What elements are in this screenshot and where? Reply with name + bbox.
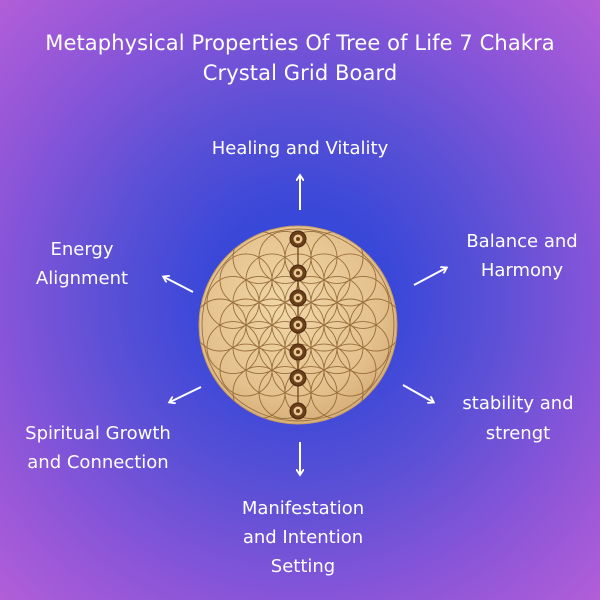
label-manifestation-line-1: Manifestation — [241, 498, 365, 519]
chakra-symbol-icon — [289, 402, 307, 420]
label-manifestation-line-3: Setting — [270, 556, 336, 577]
label-balance-line-1: Balance and — [466, 231, 578, 252]
label-stability-line-2: strengt — [485, 423, 551, 444]
label-stability-line-1: stability and — [462, 393, 574, 414]
title-line-1: Metaphysical Properties Of Tree of Life … — [45, 31, 555, 55]
chakra-symbol-icon — [289, 316, 307, 334]
chakra-symbols — [289, 230, 307, 420]
label-energy-line-2: Alignment — [35, 268, 129, 289]
chakra-symbol-icon — [289, 343, 307, 361]
label-spiritual-line-1: Spiritual Growth — [25, 423, 171, 444]
chakra-symbol-icon — [289, 264, 307, 282]
label-spiritual-line-2: and Connection — [27, 452, 169, 473]
label-energy-line-1: Energy — [50, 239, 114, 260]
chakra-symbol-icon — [289, 369, 307, 387]
arrow-up-right-icon — [413, 268, 446, 286]
label-healing-vitality: Healing and Vitality — [211, 138, 389, 159]
label-balance-line-2: Harmony — [480, 260, 564, 281]
crystal-grid-board — [198, 225, 398, 425]
arrow-down-left-icon — [170, 386, 202, 402]
label-manifestation-line-2: and Intention — [242, 527, 364, 548]
chakra-symbol-icon — [289, 289, 307, 307]
arrow-up-left-icon — [164, 277, 194, 293]
arrow-down-right-icon — [402, 384, 433, 402]
title-line-2: Crystal Grid Board — [202, 61, 398, 85]
chakra-symbol-icon — [289, 230, 307, 248]
